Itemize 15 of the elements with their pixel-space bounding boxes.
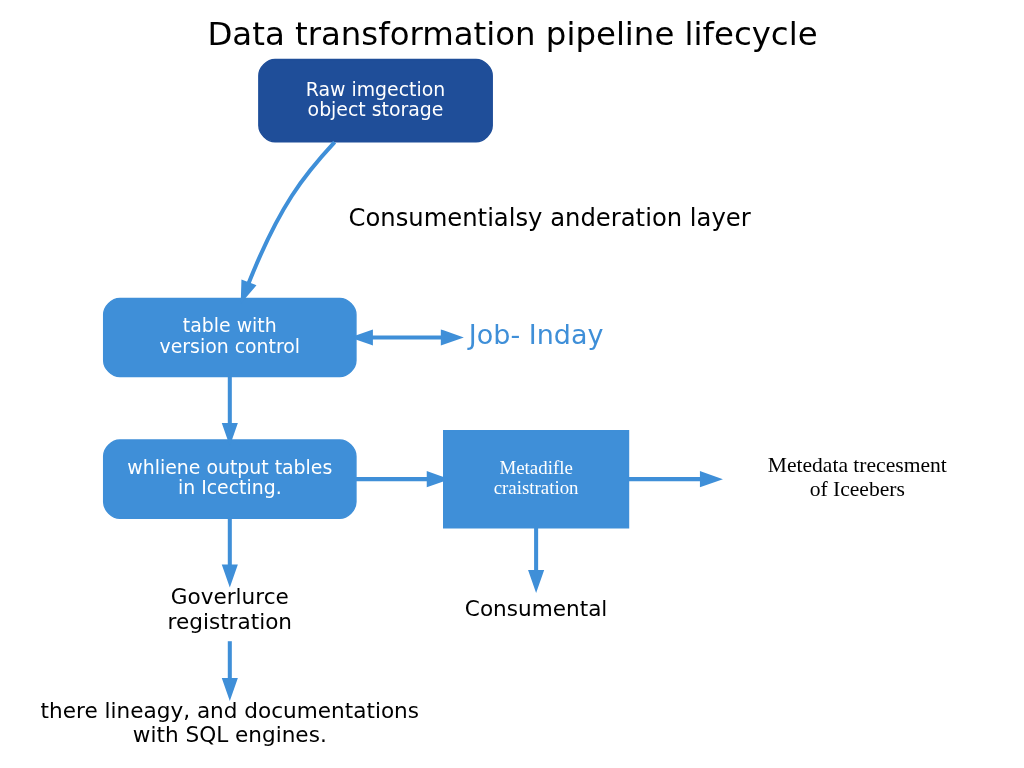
node-box: Metadifle craistration (442, 429, 629, 529)
node-box: table with version control (102, 297, 357, 378)
node-text: Goverlurce registration (167, 584, 292, 634)
node-box: Raw imgection object storage (257, 58, 493, 143)
arrow (628, 471, 723, 488)
arrow (221, 518, 238, 588)
node-text: Metedata trecesment of Iceebers (767, 453, 947, 502)
node-text: there lineagy, and documentations with SQL engines. (40, 697, 419, 747)
node-text: Consumental (464, 596, 607, 622)
diagram-title: Data transformation pipeline lifecycle (206, 14, 818, 53)
node-text: Job- Inday (468, 319, 603, 351)
arrow (527, 528, 544, 593)
label: Consumentialsy anderation layer (347, 202, 751, 232)
node-box: whliene output tables in Icecting. (102, 439, 357, 519)
arrow (221, 641, 238, 702)
